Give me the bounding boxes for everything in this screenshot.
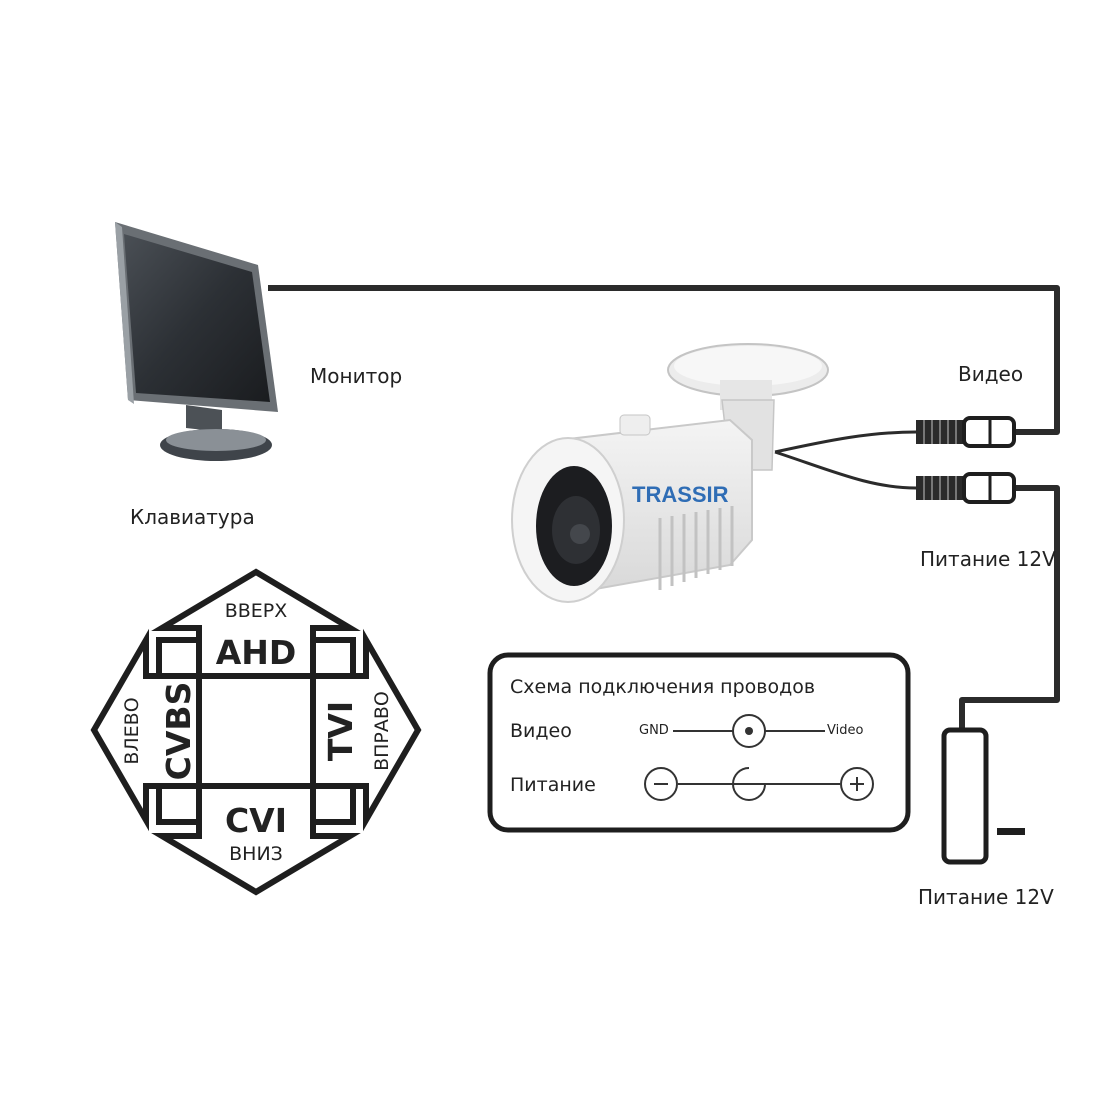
up-mode: AHD xyxy=(216,633,297,672)
power-wire xyxy=(959,485,1060,730)
wiring-scheme-title: Схема подключения проводов xyxy=(510,676,816,698)
wiring-video-label: Видео xyxy=(510,720,572,742)
wiring-scheme-box xyxy=(487,652,911,833)
left-mode: CVBS xyxy=(159,682,198,781)
brand-logo: TRASSIR xyxy=(632,482,729,507)
monitor-label: Монитор xyxy=(310,364,403,388)
down-mode: CVI xyxy=(225,801,287,840)
power-label-bottom: Питание 12V xyxy=(918,885,1054,909)
left-word: ВЛЕВО xyxy=(121,697,143,764)
video-connector xyxy=(916,416,1016,448)
power-connector xyxy=(916,472,1016,504)
monitor-illustration xyxy=(115,222,278,461)
wiring-power-label: Питание xyxy=(510,774,596,796)
video-signal-label: Video xyxy=(827,723,864,738)
joystick-diagram: ВВЕРХ AHD CVI ВНИЗ ВЛЕВО CVBS TVI ВПРАВО xyxy=(90,568,422,896)
barrel-jack-icon xyxy=(732,767,766,801)
camera-illustration: TRASSIR xyxy=(511,343,829,603)
video-wire xyxy=(268,285,1060,435)
power-supply xyxy=(941,727,1025,865)
minus-mark xyxy=(997,828,1025,835)
power-label-top: Питание 12V xyxy=(920,547,1056,571)
up-word: ВВЕРХ xyxy=(225,600,288,622)
gnd-label: GND xyxy=(639,723,669,738)
keyboard-label: Клавиатура xyxy=(130,505,255,529)
down-word: ВНИЗ xyxy=(229,843,283,865)
right-mode: TVI xyxy=(321,701,360,761)
right-word: ВПРАВО xyxy=(371,691,393,771)
wires xyxy=(268,285,1060,730)
video-label: Видео xyxy=(958,362,1024,386)
bnc-symbol xyxy=(732,714,766,748)
camera-cables xyxy=(774,430,917,490)
